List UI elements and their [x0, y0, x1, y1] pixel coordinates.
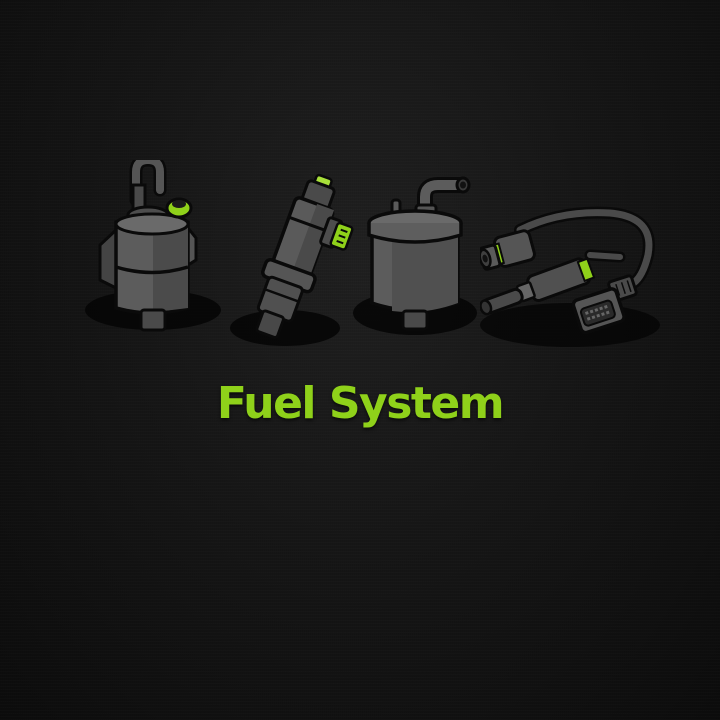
parts-row [78, 153, 665, 355]
page-title: Fuel System [216, 378, 505, 429]
fuel-injector-icon [225, 168, 355, 348]
sensor-connector-icon [478, 205, 665, 355]
fuel-filter-icon [350, 175, 485, 345]
fuel-pump-icon [78, 153, 223, 340]
